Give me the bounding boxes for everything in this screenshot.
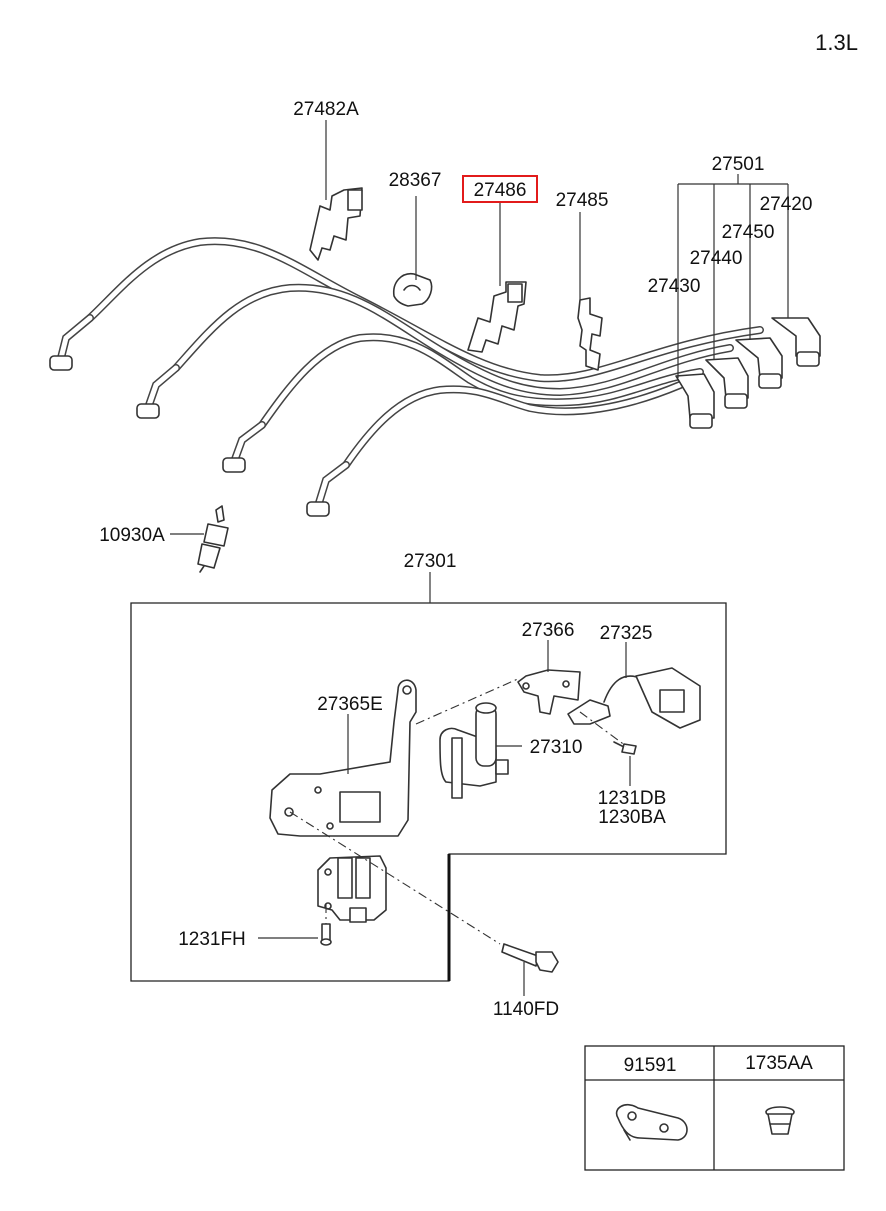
wire-clamp-27482A[interactable] bbox=[309, 187, 363, 261]
callout-27420[interactable]: 27420 bbox=[760, 194, 813, 215]
callout-27485[interactable]: 27485 bbox=[556, 190, 609, 211]
plug-boot-2 bbox=[136, 364, 180, 419]
plug-boot-3 bbox=[222, 421, 266, 473]
spark-plug-wire-harness bbox=[49, 237, 821, 517]
clip-91591-image bbox=[615, 1103, 688, 1141]
callout-27482A[interactable]: 27482A bbox=[293, 99, 359, 120]
plug-boot-4 bbox=[306, 461, 350, 517]
plug-boot-1 bbox=[49, 314, 94, 371]
callout-27301[interactable]: 27301 bbox=[404, 551, 457, 572]
callout-28367[interactable]: 28367 bbox=[389, 170, 442, 191]
callout-1231FH[interactable]: 1231FH bbox=[178, 929, 246, 950]
callout-27440[interactable]: 27440 bbox=[690, 248, 743, 269]
callout-1140FD[interactable]: 1140FD bbox=[493, 999, 559, 1020]
callout-1230BA[interactable]: 1230BA bbox=[598, 807, 666, 828]
legend-table: 91591 1735AA bbox=[584, 1045, 845, 1171]
coil-pack-base[interactable] bbox=[317, 855, 387, 923]
callout-27366[interactable]: 27366 bbox=[522, 620, 575, 641]
coil-boot-27420 bbox=[771, 317, 821, 367]
screw-1231FH[interactable] bbox=[320, 923, 332, 946]
assembly-axis-lines bbox=[289, 677, 627, 945]
callout-labels: 27482A 28367 27486 27485 27501 27420 274… bbox=[99, 99, 812, 1020]
coil-boot-27450 bbox=[735, 337, 783, 389]
callout-27450[interactable]: 27450 bbox=[722, 222, 775, 243]
callout-27325[interactable]: 27325 bbox=[600, 623, 653, 644]
sensor-27325[interactable] bbox=[567, 667, 701, 729]
coil-boot-27440 bbox=[705, 357, 749, 409]
callout-1231DB[interactable]: 1231DB bbox=[598, 788, 667, 809]
wire-clamp-27485[interactable] bbox=[577, 297, 603, 371]
coil-boot-27430 bbox=[675, 373, 715, 429]
highlight-box-27486 bbox=[462, 175, 538, 203]
wire-clamp-28367[interactable] bbox=[392, 272, 433, 307]
ignition-coil-27310[interactable] bbox=[439, 702, 509, 799]
callout-10930A[interactable]: 10930A bbox=[99, 525, 165, 546]
sensor-bracket-27366[interactable] bbox=[517, 669, 581, 715]
callout-27310[interactable]: 27310 bbox=[530, 737, 583, 758]
engine-size-label: 1.3L bbox=[815, 30, 858, 55]
leader-lines bbox=[170, 120, 789, 996]
callout-27430[interactable]: 27430 bbox=[648, 276, 701, 297]
callout-27486[interactable]: 27486 bbox=[474, 180, 527, 201]
legend-col1-header[interactable]: 91591 bbox=[624, 1055, 677, 1076]
legend-col2-header[interactable]: 1735AA bbox=[745, 1053, 813, 1074]
screw-1231DB[interactable] bbox=[613, 741, 637, 755]
grommet-1735AA-image bbox=[765, 1106, 795, 1135]
bolt-1140FD[interactable] bbox=[501, 943, 559, 973]
callout-27365E[interactable]: 27365E bbox=[317, 694, 383, 715]
spark-plug-10930A[interactable] bbox=[197, 505, 229, 573]
coil-bracket-27365E[interactable] bbox=[269, 679, 417, 837]
wire-clamp-27486[interactable] bbox=[467, 281, 527, 353]
callout-27501[interactable]: 27501 bbox=[712, 154, 765, 175]
